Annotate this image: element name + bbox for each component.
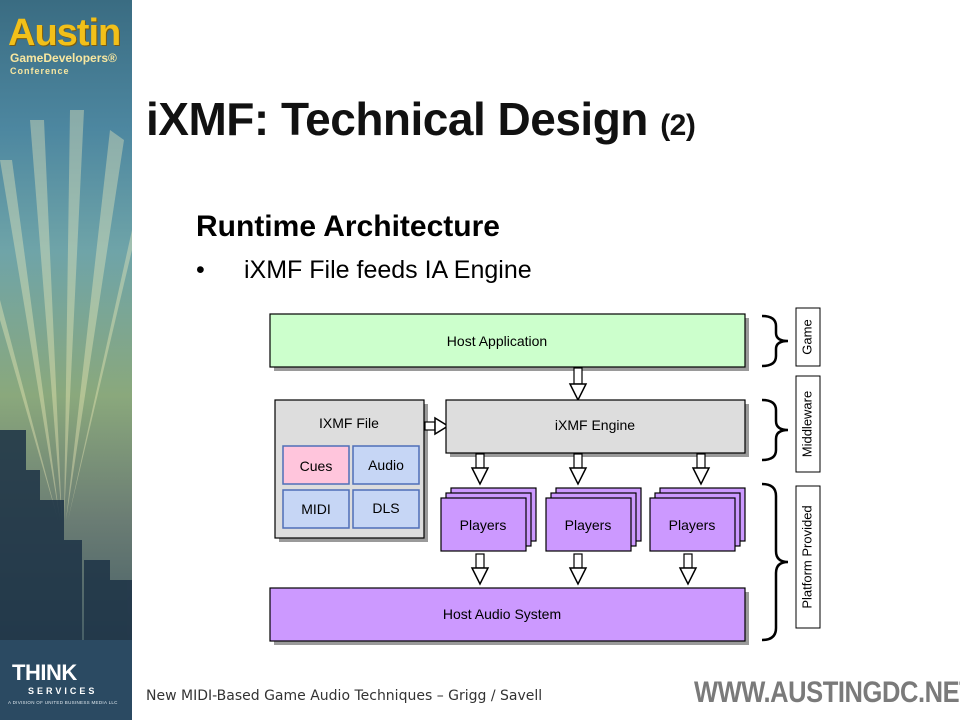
footer-url: WWW.AUSTINGDC.NET bbox=[694, 676, 960, 709]
ixmf-engine-label: iXMF Engine bbox=[555, 417, 635, 433]
host-audio-system-label: Host Audio System bbox=[443, 606, 561, 622]
players-stack-2: Players bbox=[545, 487, 642, 552]
brand-logo-austin: Austin bbox=[8, 12, 121, 54]
sponsor-tagline: A DIVISION OF UNITED BUSINESS MEDIA LLC bbox=[8, 700, 118, 705]
layer-platform-text: Platform Provided bbox=[799, 505, 814, 608]
midi-label: MIDI bbox=[301, 501, 331, 517]
arrows-players-to-audio bbox=[470, 553, 698, 586]
slide-title: iXMF: Technical Design (2) bbox=[146, 92, 696, 146]
footer-credit: New MIDI-Based Game Audio Techniques – G… bbox=[146, 688, 543, 704]
players-stack-1: Players bbox=[440, 487, 537, 552]
sponsor-logo-services: SERVICES bbox=[28, 686, 98, 696]
midi-box: MIDI bbox=[282, 489, 350, 529]
spotlight-rays-graphic bbox=[0, 110, 132, 720]
ixmf-file-box: IXMF File Cues Audio MIDI DLS bbox=[274, 399, 425, 539]
ixmf-engine-box: iXMF Engine bbox=[445, 399, 746, 454]
layer-game-text: Game bbox=[799, 319, 814, 354]
sidebar-banner: Austin GameDevelopers® Conference THINK … bbox=[0, 0, 132, 720]
dls-box: DLS bbox=[352, 489, 420, 529]
layer-label-platform: Platform Provided bbox=[795, 485, 821, 629]
slide-title-text: iXMF: Technical Design bbox=[146, 93, 648, 145]
audio-box: Audio bbox=[352, 445, 420, 485]
ixmf-file-label: IXMF File bbox=[319, 415, 379, 431]
layer-label-game: Game bbox=[795, 307, 821, 367]
players-label: Players bbox=[460, 517, 507, 533]
brand-logo-subtitle: GameDevelopers® bbox=[10, 51, 117, 65]
section-heading: Runtime Architecture bbox=[196, 210, 500, 243]
layer-label-middleware: Middleware bbox=[795, 375, 821, 473]
arrow-app-to-engine bbox=[568, 367, 588, 402]
slide-title-suffix: (2) bbox=[660, 109, 696, 142]
arrow-file-to-engine bbox=[424, 416, 450, 436]
bullet-item: • iXMF File feeds IA Engine bbox=[196, 256, 532, 285]
players-label: Players bbox=[565, 517, 612, 533]
host-application-label: Host Application bbox=[447, 333, 547, 349]
players-label: Players bbox=[669, 517, 716, 533]
bullet-text: iXMF File feeds IA Engine bbox=[244, 256, 532, 284]
audio-label: Audio bbox=[368, 457, 404, 473]
cues-box: Cues bbox=[282, 445, 350, 485]
brand-logo-conference: Conference bbox=[10, 66, 70, 76]
layer-braces bbox=[761, 314, 789, 642]
sponsor-logo-think: THINK bbox=[12, 660, 77, 685]
cues-label: Cues bbox=[300, 458, 333, 474]
dls-label: DLS bbox=[372, 500, 399, 516]
layer-middleware-text: Middleware bbox=[799, 391, 814, 457]
arrows-engine-to-players bbox=[470, 453, 711, 486]
bullet-marker: • bbox=[196, 256, 205, 284]
host-audio-system-box: Host Audio System bbox=[269, 587, 746, 642]
players-stack-3: Players bbox=[649, 487, 746, 552]
host-application-box: Host Application bbox=[269, 313, 746, 368]
